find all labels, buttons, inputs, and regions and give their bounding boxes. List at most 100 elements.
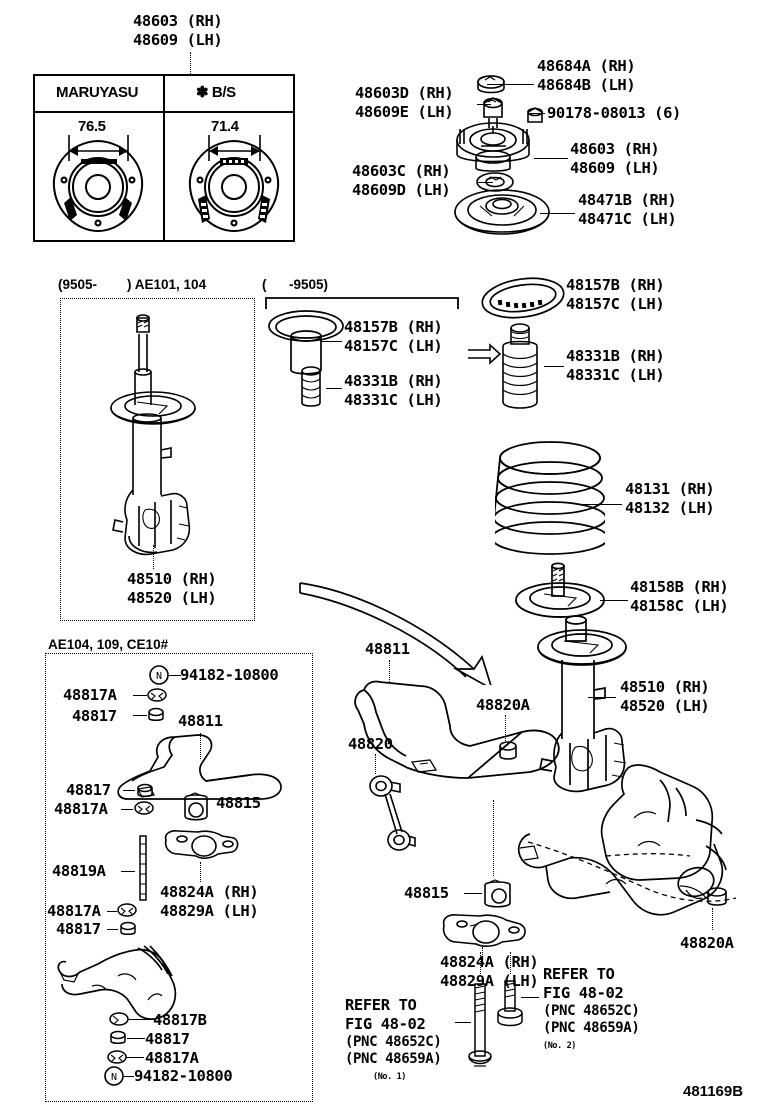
stabilizer-panel-box bbox=[45, 653, 313, 1102]
label-48817-2: 48817 bbox=[66, 781, 111, 799]
label-48811-main: 48811 bbox=[365, 640, 410, 658]
leader-48157-old bbox=[320, 341, 342, 342]
leader-48820A-right bbox=[712, 908, 713, 930]
label-48829A-main: 48829A (LH) bbox=[440, 972, 539, 990]
label-48815-panel: 48815 bbox=[216, 794, 261, 812]
label-48471B-line1: 48471B (RH) bbox=[578, 191, 677, 209]
label-48817A-1: 48817A bbox=[63, 686, 117, 704]
leader-94182-bottom bbox=[124, 1076, 134, 1077]
refer-2-line2: FIG 48-02 bbox=[543, 984, 624, 1002]
label-48603D-line2: 48609E (LH) bbox=[355, 103, 454, 121]
label-48520-main-line2: 48520 (LH) bbox=[620, 697, 710, 715]
leader-48824A-main bbox=[482, 947, 483, 965]
refer-1-line1: REFER TO bbox=[345, 996, 417, 1014]
leader-48131 bbox=[582, 504, 622, 505]
svg-text:N: N bbox=[156, 671, 162, 682]
transition-arrow-icon bbox=[466, 342, 502, 368]
label-48331-old-line1: 48331B (RH) bbox=[344, 372, 443, 390]
label-48815-main: 48815 bbox=[404, 884, 449, 902]
bushing-48817-2-icon bbox=[135, 783, 155, 799]
label-48157-line1: 48157B (RH) bbox=[566, 276, 665, 294]
nut-94182-top-icon: N bbox=[148, 664, 170, 686]
label-48811-panel: 48811 bbox=[178, 712, 223, 730]
leader-48811-panel bbox=[200, 733, 201, 759]
washer-48817A-3-icon bbox=[116, 902, 138, 918]
label-48817-3: 48817 bbox=[56, 920, 101, 938]
bushing-48817-4-icon bbox=[108, 1030, 128, 1046]
label-48157-old-line1: 48157B (RH) bbox=[344, 318, 443, 336]
label-48510-main-line1: 48510 (RH) bbox=[620, 678, 710, 696]
label-48820: 48820 bbox=[348, 735, 393, 753]
long-bolt-icon bbox=[465, 978, 495, 1074]
label-48824A-main: 48824A (RH) bbox=[440, 953, 539, 971]
label-48510-panel-line1: 48510 (RH) bbox=[127, 570, 217, 588]
refer-2-line5: (No. 2) bbox=[543, 1041, 577, 1051]
label-48817A-3: 48817A bbox=[47, 902, 101, 920]
leader-48820 bbox=[375, 754, 376, 774]
bushing-48817-3-icon bbox=[118, 921, 138, 937]
label-48817-4: 48817 bbox=[145, 1030, 190, 1048]
label-90178: 90178-08013 (6) bbox=[547, 104, 681, 122]
leader-48817A-4 bbox=[126, 1057, 144, 1058]
bracket-48824A-main-drawing bbox=[438, 910, 530, 952]
leader-48603 bbox=[534, 158, 568, 159]
leader-refer-1 bbox=[455, 1022, 471, 1023]
refer-2-line4: (PNC 48659A) bbox=[543, 1020, 640, 1036]
leader-48510-main bbox=[588, 697, 616, 698]
label-48158-line1: 48158B (RH) bbox=[630, 578, 729, 596]
svg-text:N: N bbox=[111, 1072, 117, 1083]
refer-1-line2: FIG 48-02 bbox=[345, 1015, 426, 1033]
top-callout-line1: 48603 (RH) bbox=[133, 12, 223, 30]
label-48471C-line2: 48471C (LH) bbox=[578, 210, 677, 228]
lower-arm-panel-drawing bbox=[52, 930, 212, 1040]
leader-48510-panel bbox=[153, 545, 154, 569]
strut-mount-drawing-bs bbox=[176, 135, 296, 237]
strut-panel-box bbox=[60, 298, 255, 621]
leader-48331 bbox=[544, 366, 564, 367]
label-48603D-line1: 48603D (RH) bbox=[355, 84, 454, 102]
table-dimension-bs: 71.4 bbox=[211, 118, 239, 135]
old-panel-header: ( -9505) bbox=[262, 277, 329, 292]
label-48819A: 48819A bbox=[52, 862, 106, 880]
label-48331-line2: 48331C (LH) bbox=[566, 366, 665, 384]
leader-48817-3 bbox=[107, 929, 118, 930]
label-48817-1: 48817 bbox=[72, 707, 117, 725]
top-exploded-drawing bbox=[440, 60, 580, 240]
label-48820A-right: 48820A bbox=[680, 934, 734, 952]
label-48824A-panel-1: 48824A (RH) bbox=[160, 883, 259, 901]
bracket-48824A-panel-drawing bbox=[160, 826, 242, 866]
coil-spring-48131-drawing bbox=[495, 440, 605, 560]
label-48817A-4: 48817A bbox=[145, 1049, 199, 1067]
strut-mount-drawing-maruyasu bbox=[40, 135, 160, 237]
stabilizer-bar-main-drawing bbox=[350, 668, 580, 798]
old-panel-bracket bbox=[264, 296, 460, 310]
top-callout-line2: 48609 (LH) bbox=[133, 31, 223, 49]
label-48684-line1: 48684A (RH) bbox=[537, 57, 636, 75]
leader-94182-top bbox=[169, 675, 181, 676]
bushing-48815-main-icon bbox=[480, 877, 516, 911]
bolt-48820A-top-icon bbox=[494, 740, 522, 764]
leader-48817-4 bbox=[127, 1038, 145, 1039]
spring-seat-48157-drawing bbox=[480, 276, 566, 320]
label-48131-line1: 48131 (RH) bbox=[625, 480, 715, 498]
leader-48820A-top bbox=[505, 715, 506, 741]
washer-48817A-4-icon bbox=[106, 1049, 128, 1065]
washer-48817A-2-icon bbox=[133, 800, 155, 816]
curved-transfer-arrow-icon bbox=[296, 565, 526, 685]
top-callout-leader bbox=[190, 52, 191, 74]
stabilizer-bar-panel-drawing bbox=[110, 727, 290, 807]
label-48603C-line2: 48609D (LH) bbox=[352, 181, 451, 199]
label-48684-line2: 48684B (LH) bbox=[537, 76, 636, 94]
old-bumper-drawing bbox=[294, 365, 328, 409]
stabilizer-panel-header: AE104, 109, CE10# bbox=[48, 637, 169, 652]
main-strut-drawing bbox=[530, 615, 650, 795]
figure-id: 481169B bbox=[683, 1083, 744, 1100]
bushing-48815-panel-icon bbox=[180, 790, 212, 824]
label-48157-line2: 48157C (LH) bbox=[566, 295, 665, 313]
label-48520-panel-line2: 48520 (LH) bbox=[127, 589, 217, 607]
label-48132-line2: 48132 (LH) bbox=[625, 499, 715, 517]
leader-48815-dashed bbox=[493, 800, 494, 876]
label-48331-line1: 48331B (RH) bbox=[566, 347, 665, 365]
label-48603-line1: 48603 (RH) bbox=[570, 140, 660, 158]
leader-48817A-3 bbox=[107, 911, 117, 912]
